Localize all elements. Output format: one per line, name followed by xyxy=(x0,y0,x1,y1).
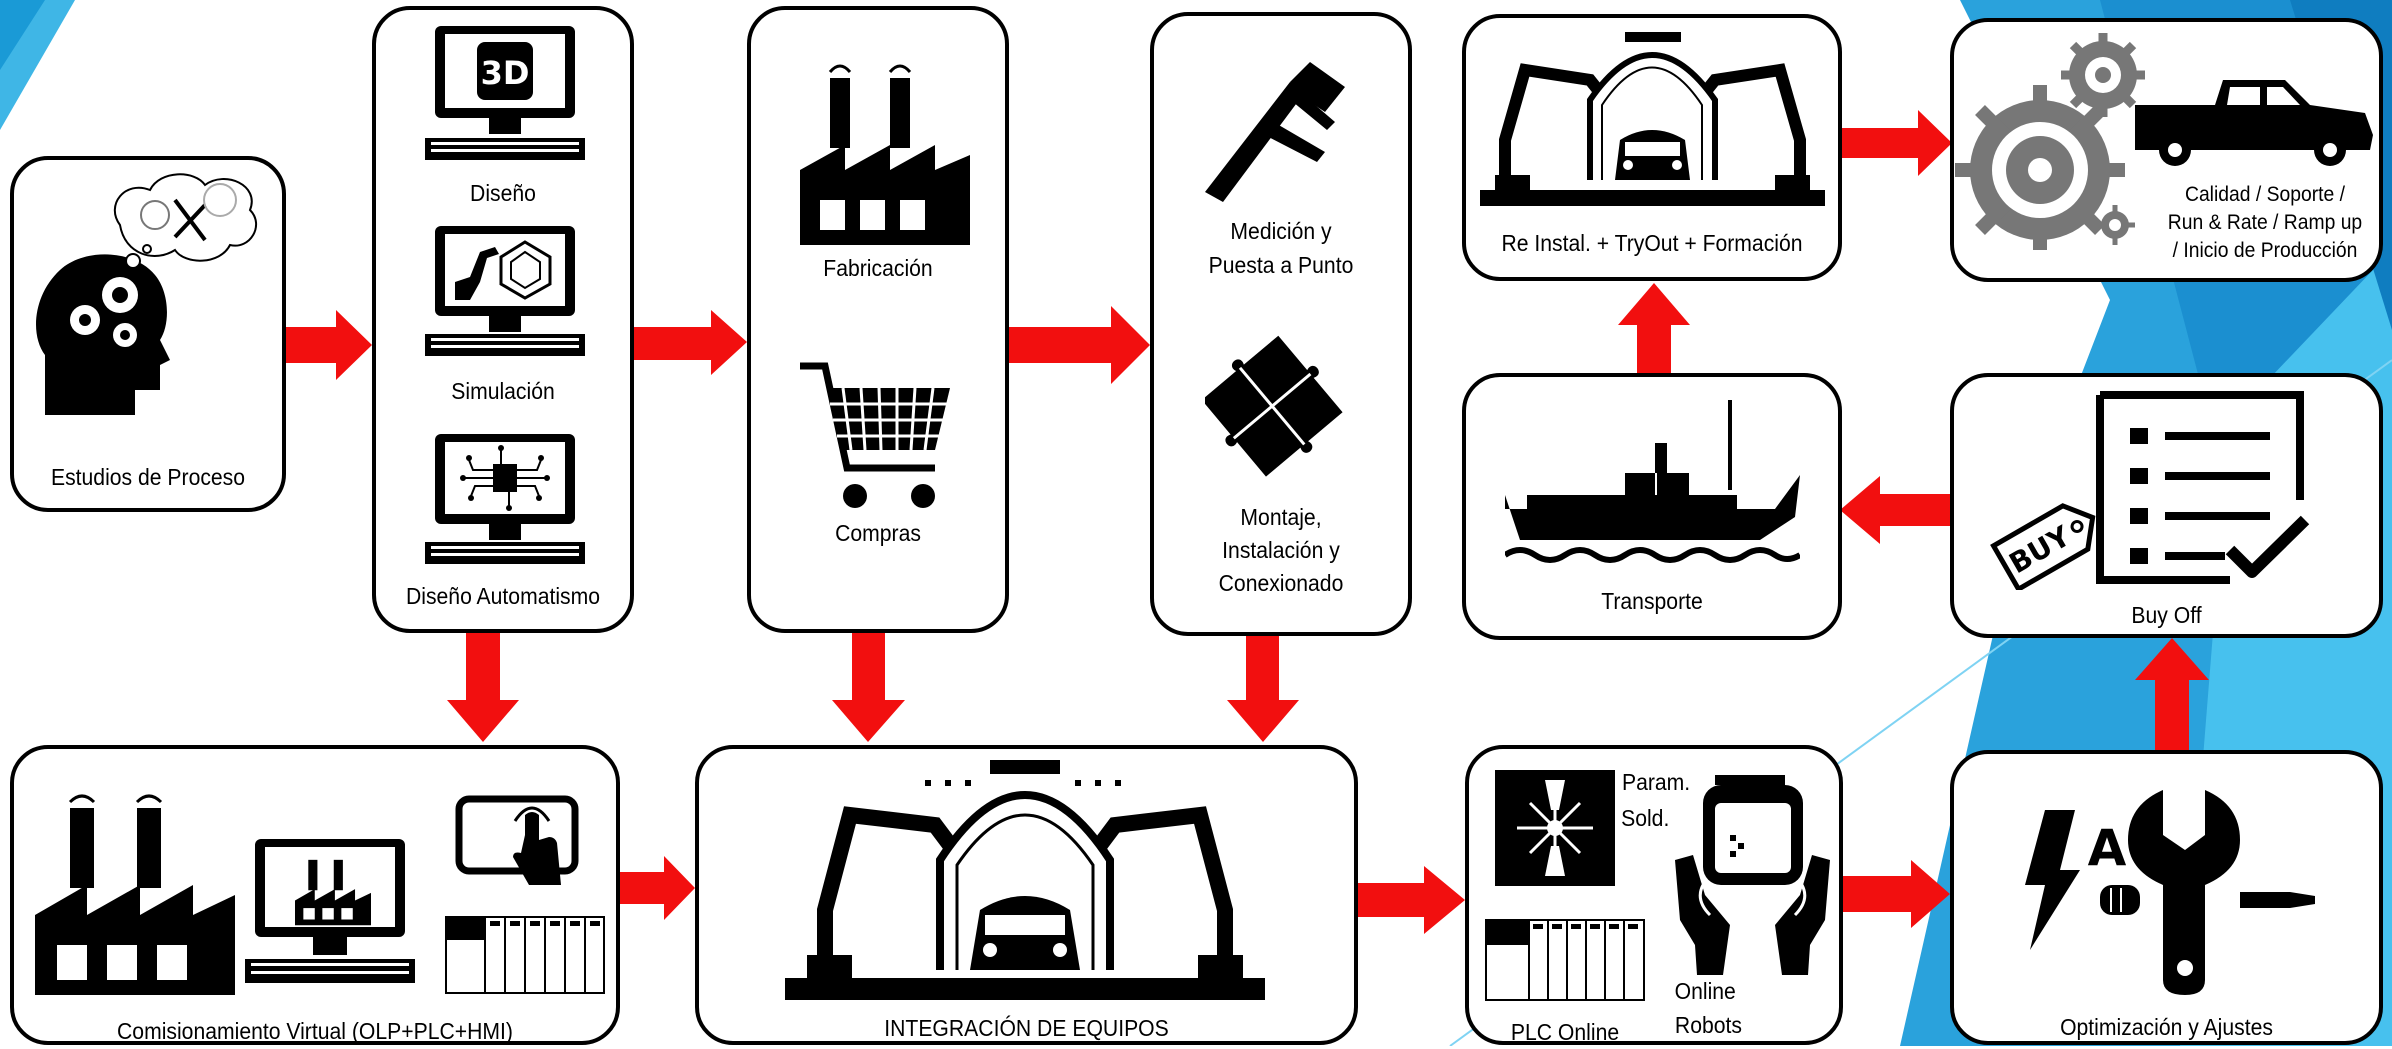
plc-rack-icon xyxy=(445,916,605,994)
node-buyoff xyxy=(1950,373,2383,638)
icon-3d-text: 3D xyxy=(481,54,530,92)
label-montaje-line2: Instalación y xyxy=(1222,537,1340,563)
thinking-head-icon xyxy=(36,173,257,415)
factory-icon xyxy=(800,64,970,245)
arrow-estudios-to-diseno xyxy=(284,310,372,380)
arrow-fabricacion-to-integracion xyxy=(832,633,905,742)
arrow-integracion-to-plc xyxy=(1358,866,1465,934)
label-online-robots-line1: Online xyxy=(1674,978,1736,1004)
cargo-ship-icon xyxy=(1505,400,1800,563)
label-comisionamiento: Comisionamiento Virtual (OLP+PLC+HMI) xyxy=(117,1018,513,1044)
computer-3d-icon: 3D xyxy=(425,26,585,160)
label-montaje-line1: Montaje, xyxy=(1240,504,1322,530)
label-diseno: Diseño xyxy=(470,180,536,206)
arrow-comisionamiento-to-integracion xyxy=(620,856,695,920)
label-param-line2: Sold. xyxy=(1621,805,1670,831)
hands-robot-controller-icon xyxy=(1675,775,1830,975)
touch-tablet-icon xyxy=(455,795,579,885)
laser-spark-icon xyxy=(1495,770,1615,886)
puzzle-icon xyxy=(1205,335,1343,477)
label-optimizacion: Optimización y Ajustes xyxy=(2060,1014,2273,1040)
arrow-buyoff-to-transporte xyxy=(1840,476,1950,544)
label-calidad-line1: Calidad / Soporte / xyxy=(2184,183,2346,206)
arrow-transporte-to-reinstal xyxy=(1618,283,1690,373)
icon-a-text: A xyxy=(2088,819,2127,877)
label-estudios-de-proceso: Estudios de Proceso xyxy=(50,464,246,490)
label-calidad-line2: Run & Rate / Ramp up xyxy=(2167,211,2363,234)
label-medicion-line1: Medición y xyxy=(1230,218,1332,244)
car-welding-cell-icon xyxy=(1480,32,1825,206)
node-fabricacion-compras xyxy=(747,6,1009,633)
factory-large-icon xyxy=(35,794,235,995)
label-diseno-automatismo: Diseño Automatismo xyxy=(405,583,601,609)
computer-chip-icon xyxy=(425,434,585,564)
label-param-line1: Param. xyxy=(1621,769,1691,795)
checklist-buy-tag-icon: BUY xyxy=(1990,391,2310,590)
label-medicion-line2: Puesta a Punto xyxy=(1208,252,1354,278)
label-calidad-line3: / Inicio de Producción xyxy=(2172,239,2358,262)
label-plc-online: PLC Online xyxy=(1510,1019,1620,1045)
plc-rack-small-icon xyxy=(1485,919,1645,1001)
arrow-reinstal-to-calidad xyxy=(1842,110,1952,176)
computer-robot-arm-icon xyxy=(425,226,585,356)
car-welding-cell-large-icon xyxy=(785,760,1265,1000)
label-montaje-line3: Conexionado xyxy=(1218,570,1344,596)
arrow-diseno-to-comisionamiento xyxy=(447,633,519,742)
label-simulacion: Simulación xyxy=(451,378,555,404)
label-transporte: Transporte xyxy=(1601,588,1703,614)
gears-pickup-truck-icon xyxy=(1955,33,2373,250)
arrow-fabricacion-to-medicion xyxy=(1009,306,1150,384)
label-fabricacion: Fabricación xyxy=(823,255,933,281)
label-buy-off: Buy Off xyxy=(2131,602,2202,628)
node-reinstal-tryout xyxy=(1462,14,1842,281)
arrow-montaje-to-integracion xyxy=(1227,633,1299,742)
caliper-icon xyxy=(1205,62,1345,202)
arrow-plc-to-optimizacion xyxy=(1843,860,1950,928)
label-integracion: INTEGRACIÓN DE EQUIPOS xyxy=(884,1015,1169,1041)
shopping-cart-icon xyxy=(800,362,950,508)
lightning-wrench-screwdriver-icon: A xyxy=(2025,790,2315,995)
computer-factory-icon xyxy=(245,839,415,983)
arrow-diseno-to-fabricacion xyxy=(633,310,747,375)
label-compras: Compras xyxy=(835,520,921,546)
label-online-robots-line2: Robots xyxy=(1674,1012,1742,1038)
arrow-optimizacion-to-buyoff xyxy=(2135,638,2209,750)
label-reinstal-tryout: Re Instal. + TryOut + Formación xyxy=(1501,230,1803,256)
